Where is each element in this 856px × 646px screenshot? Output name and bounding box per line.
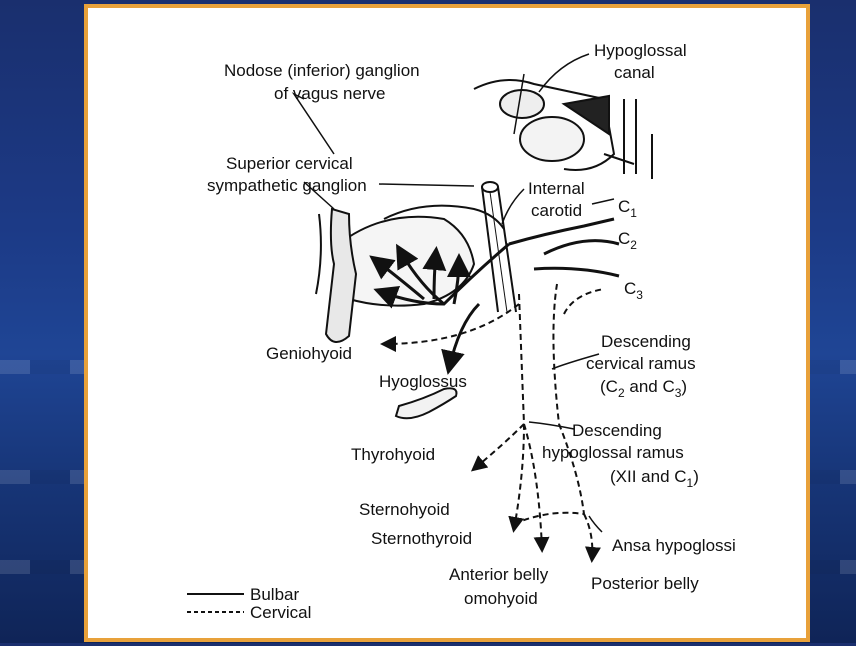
- legend: Bulbar Cervical: [187, 585, 311, 622]
- label-desc-hypo-3: (XII and C1): [610, 467, 699, 490]
- label-nodose-2: of vagus nerve: [274, 84, 386, 103]
- label-hypoglossal-2: canal: [614, 63, 655, 82]
- label-c3: C3: [624, 279, 643, 302]
- legend-bulbar: Bulbar: [250, 585, 299, 604]
- label-c2: C2: [618, 229, 637, 252]
- label-sternohyoid: Sternohyoid: [359, 500, 450, 519]
- label-desc-cerv-3: (C2 and C3): [600, 377, 687, 400]
- label-desc-cerv-2: cervical ramus: [586, 354, 696, 373]
- label-superior-2: sympathetic ganglion: [207, 176, 367, 195]
- slide-frame: Nodose (inferior) ganglion of vagus nerv…: [84, 4, 810, 642]
- hyoid-bone: [394, 387, 458, 420]
- cervical-nerve-paths: [380, 283, 605, 563]
- label-internal-2: carotid: [531, 201, 582, 220]
- internal-carotid-vessel: [481, 181, 517, 313]
- label-superior-1: Superior cervical: [226, 154, 353, 173]
- label-desc-hypo-2: hypoglossal ramus: [542, 443, 684, 462]
- label-desc-cerv-1: Descending: [601, 332, 691, 351]
- label-c1: C1: [618, 197, 637, 220]
- label-hypoglossal-1: Hypoglossal: [594, 41, 687, 60]
- label-sternothyroid: Sternothyroid: [371, 529, 472, 548]
- diagram-labels: Nodose (inferior) ganglion of vagus nerv…: [207, 41, 736, 608]
- label-hyoglossus: Hyoglossus: [379, 372, 467, 391]
- label-internal-1: Internal: [528, 179, 585, 198]
- nerve-diagram: Nodose (inferior) ganglion of vagus nerv…: [187, 41, 736, 622]
- label-anterior-1: Anterior belly: [449, 565, 549, 584]
- label-nodose-1: Nodose (inferior) ganglion: [224, 61, 420, 80]
- label-desc-hypo-1: Descending: [572, 421, 662, 440]
- label-anterior-2: omohyoid: [464, 589, 538, 608]
- label-posterior: Posterior belly: [591, 574, 699, 593]
- label-ansa: Ansa hypoglossi: [612, 536, 736, 555]
- leader-lines: [291, 53, 615, 533]
- bulbar-nerve-paths: [369, 217, 620, 375]
- bone-structures: [473, 79, 653, 179]
- label-geniohyoid: Geniohyoid: [266, 344, 352, 363]
- legend-cervical: Cervical: [250, 603, 311, 622]
- label-thyrohyoid: Thyrohyoid: [351, 445, 435, 464]
